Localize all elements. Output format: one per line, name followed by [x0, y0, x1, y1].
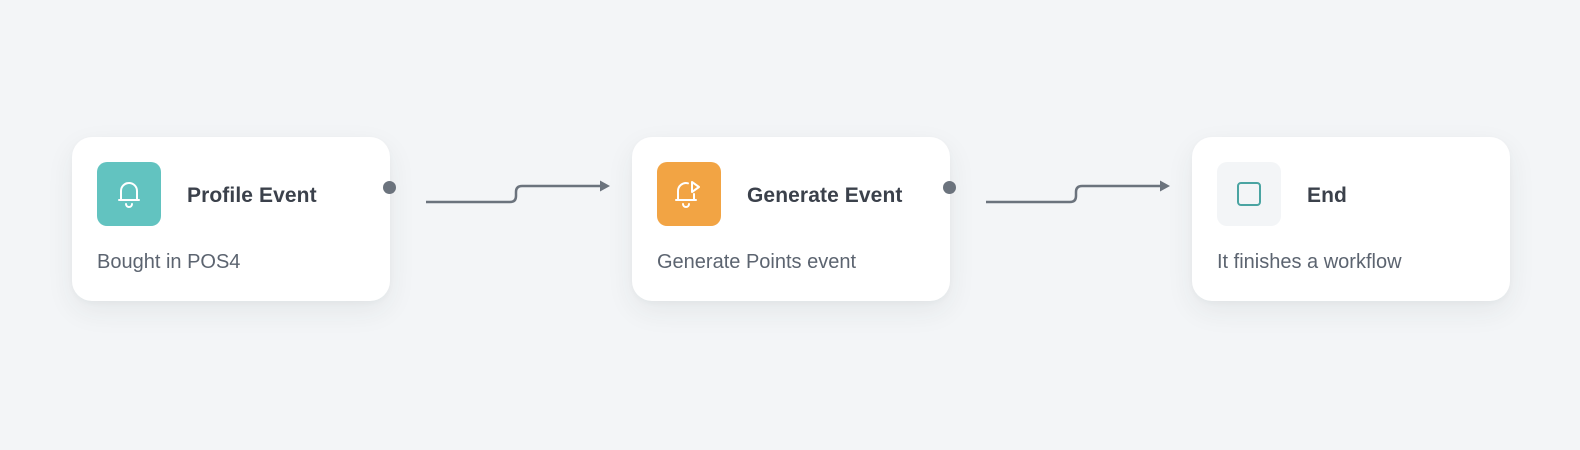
bell-play-icon	[674, 179, 704, 209]
end-icon-tile	[1217, 162, 1281, 226]
connector-arrow	[986, 180, 1170, 204]
node-description: It finishes a workflow	[1217, 251, 1402, 273]
node-title: Profile Event	[187, 184, 317, 207]
node-title: End	[1307, 184, 1347, 207]
node-title: Generate Event	[747, 184, 903, 207]
profile-event-icon-tile	[97, 162, 161, 226]
bell-icon	[116, 179, 142, 209]
connector-arrow	[426, 180, 610, 204]
output-port[interactable]	[943, 181, 956, 194]
generate-event-icon-tile	[657, 162, 721, 226]
square-icon	[1236, 181, 1262, 207]
node-profile-event[interactable]: Profile Event Bought in POS4	[72, 137, 396, 301]
node-description: Bought in POS4	[97, 251, 241, 273]
node-generate-event[interactable]: Generate Event Generate Points event	[632, 137, 956, 301]
node-description: Generate Points event	[657, 251, 857, 273]
node-end[interactable]: End It finishes a workflow	[1192, 137, 1510, 301]
output-port[interactable]	[383, 181, 396, 194]
